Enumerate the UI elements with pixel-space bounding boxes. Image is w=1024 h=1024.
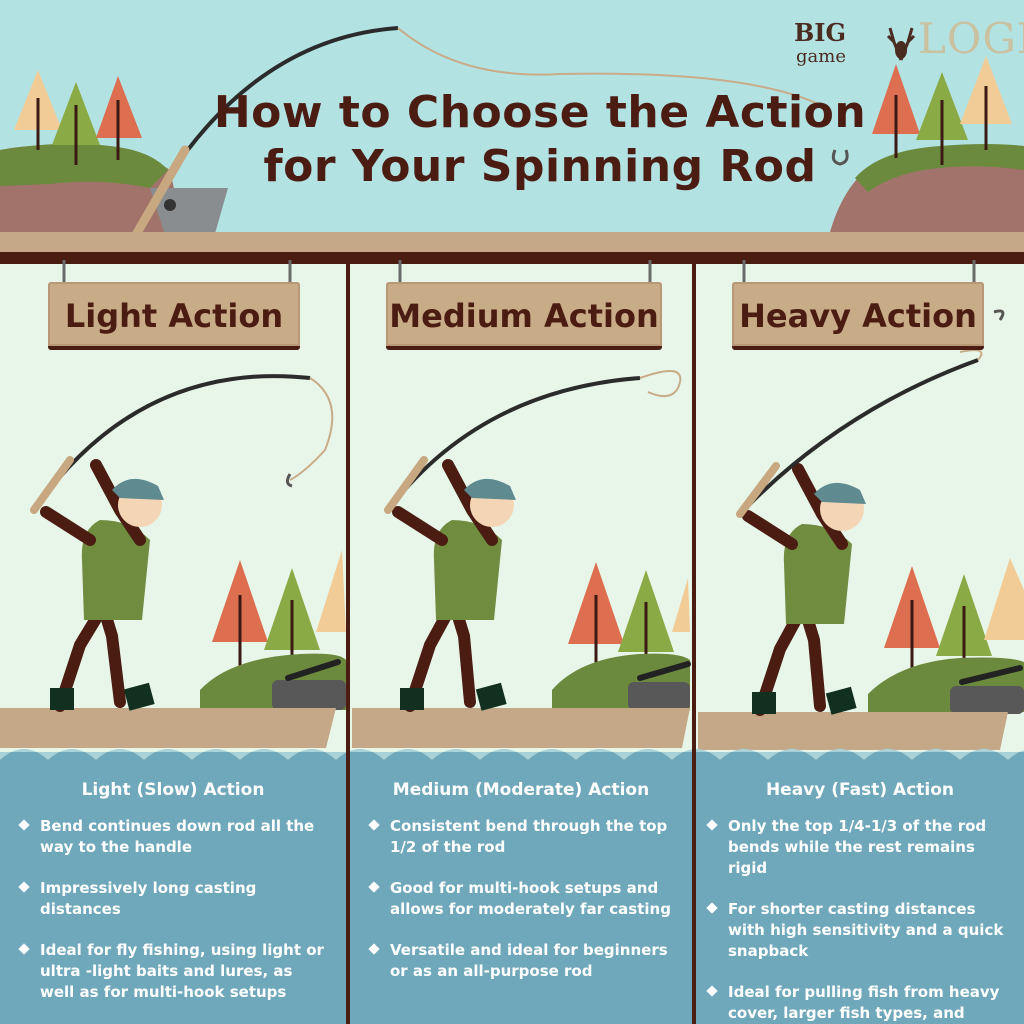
tree-icon <box>960 56 1012 150</box>
tree-icon <box>568 562 624 670</box>
hook-icon <box>993 309 1005 321</box>
panels-scene <box>0 260 1024 1024</box>
panel-2-scene <box>352 370 691 748</box>
list-item: Impressively long casting distances <box>18 878 330 920</box>
jacket <box>433 520 502 620</box>
divider <box>346 260 350 1024</box>
panel-heading: Medium (Moderate) Action <box>392 780 650 800</box>
list-item: Good for multi-hook setups and allows fo… <box>368 878 680 920</box>
fishing-line <box>397 27 831 111</box>
tree-icon <box>884 566 940 672</box>
tree-icon <box>672 578 690 632</box>
logo-game: game <box>796 46 846 67</box>
tree-icon <box>212 560 268 670</box>
bullet-text: Good for multi-hook setups and allows fo… <box>390 879 671 918</box>
hook-icon <box>285 473 293 488</box>
sign-label: Light Action <box>64 297 284 335</box>
sign-label: Heavy Action <box>739 297 977 335</box>
diamond-bullet-icon <box>18 943 30 955</box>
diamond-bullet-icon <box>18 819 30 831</box>
boat <box>0 708 336 748</box>
jacket <box>783 524 852 624</box>
tree-icon <box>316 550 346 632</box>
page-title: How to Choose the Action for Your Spinni… <box>180 86 900 194</box>
list-item: For shorter casting distances with high … <box>706 899 1012 962</box>
tree-icon <box>96 76 142 160</box>
logo-big: BIG <box>794 18 847 47</box>
bullet-list: Only the top 1/4-1/3 of the rod bends wh… <box>706 816 1012 1024</box>
list-item: Consistent bend through the top 1/2 of t… <box>368 816 680 858</box>
bullet-text: Consistent bend through the top 1/2 of t… <box>390 817 668 856</box>
tree-icon <box>14 70 62 150</box>
panel-1-scene <box>0 374 346 748</box>
list-item: Ideal for fly fishing, using light or ul… <box>18 940 330 1003</box>
bullet-list: Consistent bend through the top 1/2 of t… <box>368 816 680 1002</box>
diamond-bullet-icon <box>368 943 380 955</box>
list-item: Bend continues down rod all the way to t… <box>18 816 330 858</box>
bullet-text: Bend continues down rod all the way to t… <box>40 817 315 856</box>
title-line-2: for Your Spinning Rod <box>263 141 817 192</box>
cap-icon <box>814 482 866 504</box>
jacket <box>81 520 150 620</box>
boat <box>698 712 1008 750</box>
bullet-text: Ideal for fly fishing, using light or ul… <box>40 941 324 1001</box>
panel-heading: Light (Slow) Action <box>81 780 265 800</box>
waves <box>0 749 1024 760</box>
sign-light-action: Light Action <box>48 282 300 350</box>
water <box>0 752 1024 1024</box>
left-grass <box>0 143 168 188</box>
panel-heading: Heavy (Fast) Action <box>765 780 955 800</box>
panel-3-scene <box>698 309 1024 750</box>
cap-icon <box>464 478 516 500</box>
hook-icon <box>831 149 849 166</box>
tree-icon <box>52 82 100 165</box>
bullet-text: Impressively long casting distances <box>40 879 257 918</box>
brand-logo[interactable]: BIG game LOGIC <box>794 14 1024 74</box>
sign-medium-action: Medium Action <box>386 282 662 350</box>
cap-icon <box>112 478 164 500</box>
diamond-bullet-icon <box>706 902 718 914</box>
diamond-bullet-icon <box>18 881 30 893</box>
list-item: Versatile and ideal for beginners or as … <box>368 940 680 982</box>
deer-head-icon <box>886 27 916 61</box>
sign-label: Medium Action <box>389 297 659 335</box>
diamond-bullet-icon <box>706 819 718 831</box>
diamond-bullet-icon <box>368 881 380 893</box>
sign-heavy-action: Heavy Action <box>732 282 984 350</box>
logo-logic: LOGIC <box>918 14 1024 63</box>
bullet-text: For shorter casting distances with high … <box>728 900 1004 960</box>
tree-icon <box>872 64 920 158</box>
list-item: Only the top 1/4-1/3 of the rod bends wh… <box>706 816 1012 879</box>
divider <box>692 260 696 1024</box>
fishing-rod-icon <box>738 358 979 516</box>
tree-icon <box>916 72 968 165</box>
tree-icon <box>984 558 1024 640</box>
title-line-1: How to Choose the Action <box>213 87 867 138</box>
diamond-bullet-icon <box>706 985 718 997</box>
bullet-list: Bend continues down rod all the way to t… <box>18 816 330 1023</box>
bullet-text: Ideal for pulling fish from heavy cover,… <box>728 983 1000 1022</box>
header-scene <box>0 0 1024 262</box>
diamond-bullet-icon <box>368 819 380 831</box>
boat <box>352 708 690 748</box>
list-item: Ideal for pulling fish from heavy cover,… <box>706 982 1012 1024</box>
bullet-text: Versatile and ideal for beginners or as … <box>390 941 668 980</box>
bullet-text: Only the top 1/4-1/3 of the rod bends wh… <box>728 817 987 877</box>
